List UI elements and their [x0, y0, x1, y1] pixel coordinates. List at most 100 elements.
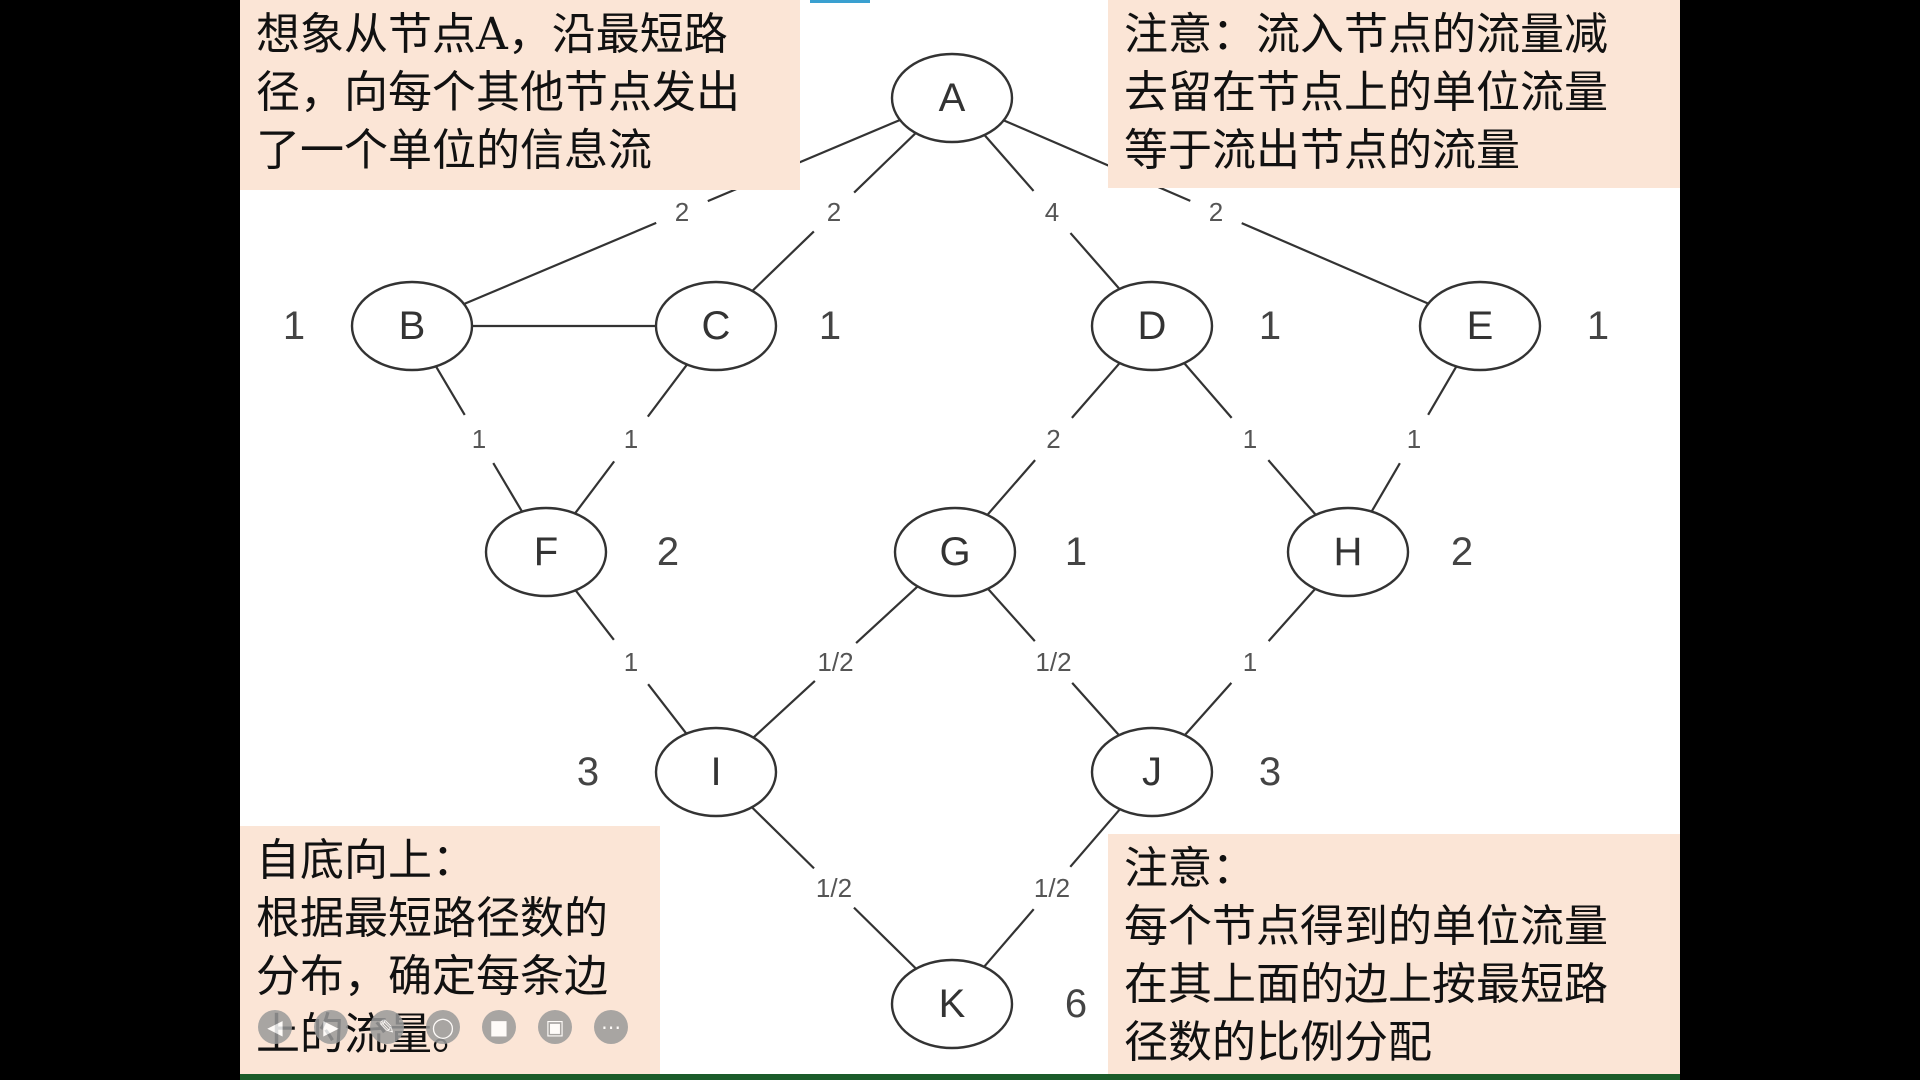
- node-label: C: [702, 304, 731, 348]
- edge-line: [1069, 808, 1121, 868]
- more-icon[interactable]: ⋯: [594, 1010, 628, 1044]
- edge-label: 2: [1046, 424, 1060, 454]
- edge-line: [1267, 459, 1317, 516]
- edge-line: [574, 589, 615, 641]
- node-label: G: [939, 530, 970, 574]
- note-line: 注意：: [1124, 843, 1256, 894]
- edge-line: [1183, 682, 1233, 736]
- pen-icon[interactable]: ✎: [370, 1010, 404, 1044]
- edge-label: 1: [624, 647, 638, 677]
- node-ellipse: [890, 52, 1014, 144]
- node-path-count: 1: [819, 304, 841, 348]
- edge-label: 1: [1243, 647, 1257, 677]
- edge-line: [853, 132, 917, 194]
- node-ellipse: [1418, 280, 1542, 372]
- edge-line: [752, 680, 816, 739]
- camera-icon[interactable]: ■: [482, 1010, 516, 1044]
- edge-label: 2: [675, 197, 689, 227]
- note-line: 在其上面的边上按最短路: [1124, 959, 1608, 1010]
- note-line: 根据最短路径数的: [256, 893, 608, 944]
- node-ellipse: [1090, 280, 1214, 372]
- edge-J-K: 1/2: [983, 808, 1121, 968]
- edge-label: 2: [1209, 197, 1223, 227]
- slideshow-toolbar: ◀ ▶ ✎ ◯ ■ ▣ ⋯: [258, 1010, 628, 1044]
- node-B: B1: [283, 280, 474, 372]
- edge-line: [434, 365, 466, 416]
- node-path-count: 2: [1451, 530, 1473, 574]
- node-ellipse: [1286, 506, 1410, 598]
- node-path-count: 1: [1259, 304, 1281, 348]
- edge-line: [1267, 588, 1317, 642]
- note-line: 等于流出节点的流量: [1124, 125, 1520, 176]
- edge-G-I: 1/2: [752, 585, 919, 739]
- edge-label: 1: [624, 424, 638, 454]
- node-ellipse: [654, 280, 778, 372]
- note-line: 径，向每个其他节点发出: [256, 67, 740, 118]
- top-accent-line: [810, 0, 870, 3]
- zoom-icon[interactable]: ◯: [426, 1010, 460, 1044]
- edge-D-G: 2: [986, 362, 1121, 516]
- note-top-left: 想象从节点A，沿最短路 径，向每个其他节点发出 了一个单位的信息流: [240, 0, 800, 190]
- edge-label: 1/2: [1034, 873, 1070, 903]
- edge-label: 1/2: [816, 873, 852, 903]
- node-label: F: [534, 530, 558, 574]
- edge-line: [751, 806, 815, 870]
- edge-line: [646, 363, 688, 418]
- node-label: A: [939, 76, 966, 120]
- edge-line: [492, 462, 524, 513]
- edge-I-K: 1/2: [751, 806, 917, 970]
- edge-line: [1370, 462, 1401, 513]
- edge-line: [983, 908, 1035, 968]
- node-A: A: [890, 52, 1014, 144]
- edge-line: [853, 906, 917, 970]
- note-line: 想象从节点A，沿最短路: [256, 9, 728, 60]
- next-icon[interactable]: ▶: [314, 1010, 348, 1044]
- edge-line: [1071, 362, 1121, 419]
- node-label: D: [1138, 304, 1167, 348]
- node-ellipse: [890, 958, 1014, 1050]
- note-line: 去留在节点上的单位流量: [1124, 67, 1608, 118]
- edge-label: 1: [1243, 424, 1257, 454]
- edge-line: [1241, 222, 1429, 305]
- edge-line: [987, 588, 1036, 642]
- note-line: 自底向上：: [256, 835, 476, 886]
- node-I: I3: [577, 726, 778, 818]
- edge-A-D: 4: [983, 134, 1121, 290]
- comment-icon[interactable]: ▣: [538, 1010, 572, 1044]
- note-top-right: 注意：流入节点的流量减 去留在节点上的单位流量 等于流出节点的流量: [1108, 0, 1680, 188]
- edge-line: [1071, 682, 1120, 736]
- edge-label: 1: [1407, 424, 1421, 454]
- node-label: E: [1467, 304, 1494, 348]
- edge-label: 1: [472, 424, 486, 454]
- edge-line: [1069, 232, 1121, 290]
- edge-label: 1/2: [817, 647, 853, 677]
- note-line: 注意：流入节点的流量减: [1124, 9, 1608, 60]
- node-ellipse: [350, 280, 474, 372]
- node-ellipse: [893, 506, 1017, 598]
- edge-line: [647, 683, 688, 735]
- edge-C-F: 1: [574, 363, 688, 515]
- note-line: 每个节点得到的单位流量: [1124, 901, 1608, 952]
- edge-line: [1183, 362, 1233, 419]
- note-bottom-right: 注意： 每个节点得到的单位流量 在其上面的边上按最短路 径数的比例分配: [1108, 834, 1680, 1080]
- edge-line: [751, 230, 815, 292]
- edge-label: 1/2: [1035, 647, 1071, 677]
- edge-G-J: 1/2: [987, 588, 1120, 736]
- edge-label: 2: [827, 197, 841, 227]
- edge-line: [463, 221, 657, 306]
- node-label: J: [1142, 750, 1162, 794]
- edge-D-H: 1: [1183, 362, 1317, 516]
- prev-icon[interactable]: ◀: [258, 1010, 292, 1044]
- node-path-count: 3: [577, 750, 599, 794]
- node-label: H: [1334, 530, 1363, 574]
- edge-E-H: 1: [1370, 365, 1458, 513]
- node-ellipse: [654, 726, 778, 818]
- node-path-count: 6: [1065, 982, 1087, 1026]
